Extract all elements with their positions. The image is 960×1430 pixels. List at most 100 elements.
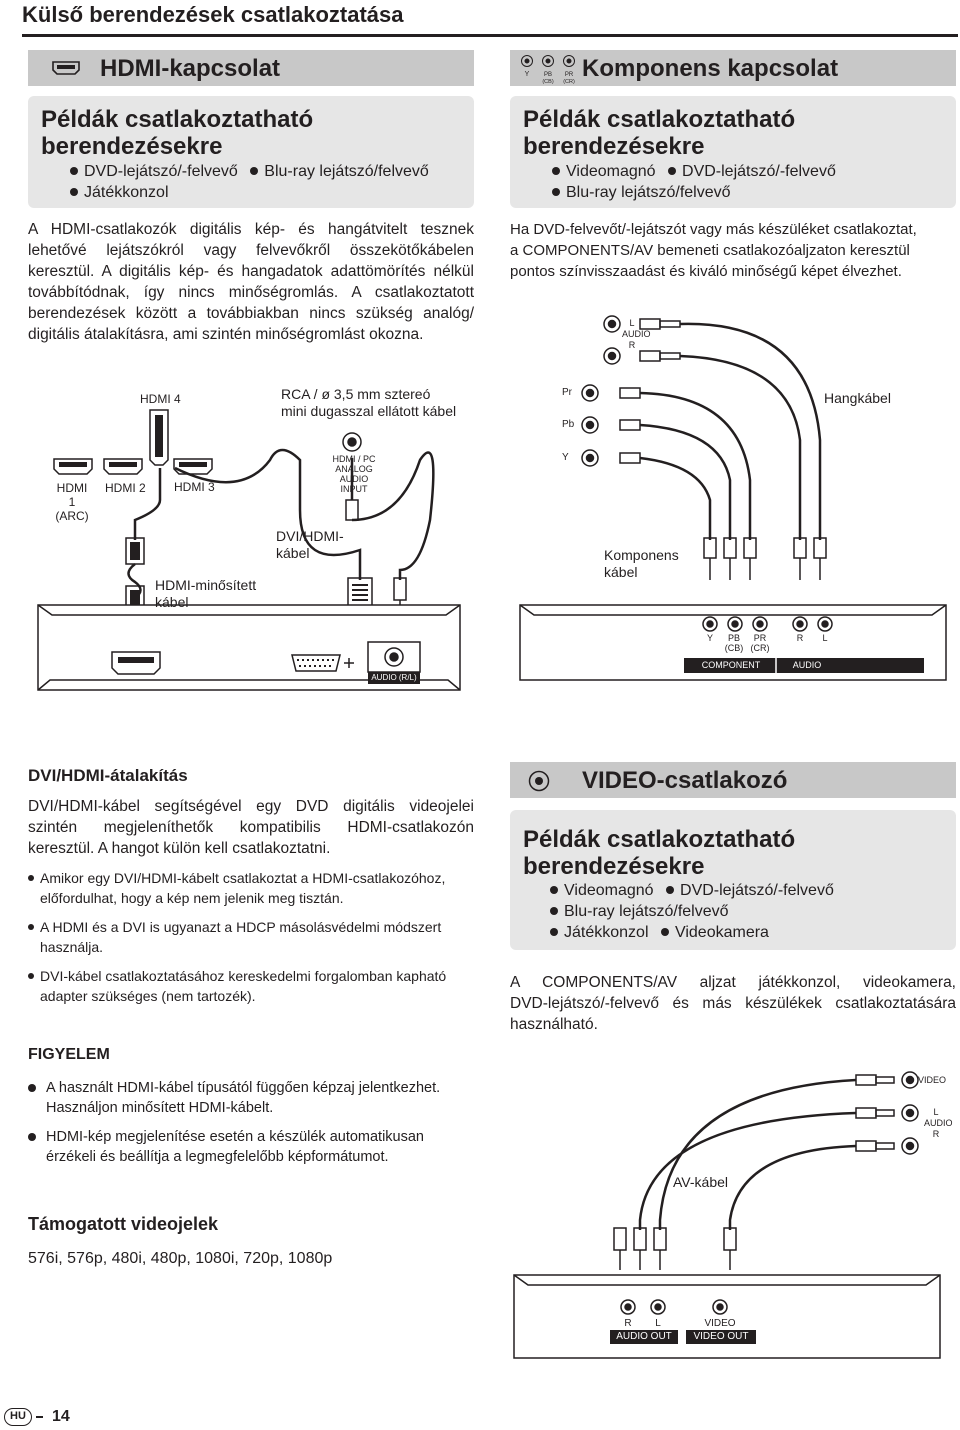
component-example-row2: Blu-ray lejátszó/felvevő bbox=[552, 182, 731, 203]
dev-label-r: R bbox=[796, 633, 804, 643]
component-example-row1: Videomagnó DVD-lejátszó/-felvevő bbox=[552, 161, 836, 182]
hdmi-section-bar: HDMI-kapcsolat bbox=[28, 50, 474, 86]
label-dvi-cable: DVI/HDMI- kábel bbox=[276, 528, 344, 562]
caution-heading: FIGYELEM bbox=[28, 1046, 110, 1063]
dev-pb-sub: (CB) bbox=[724, 643, 744, 653]
label-hdmi1-text: HDMI 1 bbox=[56, 481, 88, 509]
caution-bullet-line: A használt HDMI-kábel típusától függően … bbox=[46, 1080, 441, 1096]
label-y: Y bbox=[562, 452, 569, 463]
label-arc-text: (ARC) bbox=[55, 509, 89, 523]
hdmi-examples-title-2: berendezésekre bbox=[41, 133, 223, 160]
pc-audio-line: HDMI / PC bbox=[332, 454, 376, 464]
label-hdmi3: HDMI 3 bbox=[174, 480, 215, 494]
video-body-line: A COMPONENTS/AV aljzat játékkonzol, vide… bbox=[510, 974, 956, 991]
video-examples-title-2: berendezésekre bbox=[523, 853, 705, 880]
dvi-bullet-line: Amikor egy DVI/HDMI-kábelt csatlakoztat … bbox=[40, 870, 446, 886]
hdmi-body-line: digitális átalakításra, ami szintén minő… bbox=[28, 326, 424, 343]
audio-lr-line: L bbox=[629, 318, 635, 328]
caution-bullet-line: HDMI-kép megjelenítése esetén a készülék… bbox=[46, 1129, 424, 1145]
video-example-console: Játékkonzol bbox=[564, 924, 649, 941]
label-pb: Pb bbox=[562, 419, 575, 430]
dvi-body-line: DVI/HDMI-kábel segítségével egy DVD digi… bbox=[28, 798, 474, 815]
label-hdmi-cable-line2: kábel bbox=[155, 594, 189, 610]
dev-label-l: L bbox=[822, 633, 828, 643]
icon-label-pr: PR bbox=[565, 72, 574, 78]
tv-label-audio: L AUDIO R bbox=[924, 1107, 953, 1140]
pc-audio-line: AUDIO bbox=[339, 474, 369, 484]
caution-bullets: A használt HDMI-kábel típusától függően … bbox=[28, 1078, 474, 1167]
hdmi-example-console-line: Játékkonzol bbox=[70, 182, 169, 203]
dvi-bullet: DVI-kábel csatlakoztatásához kereskedelm… bbox=[28, 966, 478, 1006]
tv-audio-line: AUDIO bbox=[924, 1118, 953, 1128]
label-pr: Pr bbox=[562, 387, 572, 398]
hdmi-example-list: DVD-lejátszó/-felvevő Blu-ray lejátszó/f… bbox=[70, 161, 429, 182]
icon-label-pb: PB bbox=[544, 72, 552, 78]
label-audio-lr: L AUDIO R bbox=[622, 318, 651, 351]
pc-audio-line: ANALOG bbox=[335, 464, 373, 474]
supported-formats: 576i, 576p, 480i, 480p, 1080i, 720p, 108… bbox=[28, 1250, 333, 1267]
dvi-bullet-line: A HDMI és a DVI is ugyanazt a HDCP másol… bbox=[40, 919, 442, 935]
component-example-vcr: Videomagnó bbox=[566, 163, 656, 180]
icon-label-cr: (CR) bbox=[563, 79, 575, 85]
label-av-cable: AV-kábel bbox=[673, 1174, 728, 1190]
av-connection-diagram bbox=[513, 1071, 941, 1359]
label-audio-cable: Hangkábel bbox=[824, 390, 891, 406]
video-example-bluray: Blu-ray lejátszó/felvevő bbox=[564, 903, 729, 920]
hdmi-body-line: keresztül. A digitális kép- és hangadato… bbox=[28, 263, 474, 280]
dvi-bullet: Amikor egy DVI/HDMI-kábelt csatlakoztat … bbox=[28, 868, 478, 908]
audio-lr-line: R bbox=[628, 340, 636, 350]
video-section-bar: VIDEO-csatlakozó bbox=[510, 762, 956, 798]
video-example-row1: Videomagnó DVD-lejátszó/-felvevő bbox=[550, 880, 834, 901]
audio-lr-line: AUDIO bbox=[622, 329, 651, 339]
label-dvi-line2: kábel bbox=[276, 545, 310, 561]
tv-audio-line: L bbox=[933, 1107, 939, 1117]
page-number-dash bbox=[36, 1416, 43, 1418]
label-hdmi-cable: HDMI-minősített kábel bbox=[155, 577, 256, 611]
page-number: 14 bbox=[52, 1408, 70, 1425]
dev-pr: PR bbox=[753, 633, 767, 643]
icon-label-cb: (CB) bbox=[542, 79, 553, 85]
label-component-cable: Komponens kábel bbox=[604, 547, 679, 581]
comp-cable-line1: Komponens bbox=[604, 547, 679, 563]
dev-audio-out: AUDIO OUT bbox=[616, 1331, 672, 1342]
dvi-heading: DVI/HDMI-átalakítás bbox=[28, 766, 188, 785]
video-body-line: használható. bbox=[510, 1016, 598, 1033]
component-body-line: a COMPONENTS/AV bemeneti csatlakozóaljza… bbox=[510, 242, 910, 259]
dvi-bullet-line: DVI-kábel csatlakoztatásához kereskedelm… bbox=[40, 968, 447, 984]
dev-label-audio: AUDIO bbox=[792, 660, 822, 670]
tv-label-video: VIDEO bbox=[918, 1075, 947, 1085]
dvi-bullet-line: előfordulhat, hogy a kép nem jelenik meg… bbox=[40, 890, 344, 906]
component-jacks-icon: Y PB PR (CB) (CR) bbox=[521, 55, 575, 85]
component-example-bluray: Blu-ray lejátszó/felvevő bbox=[566, 184, 731, 201]
label-hdmi-cable-line1: HDMI-minősített bbox=[155, 577, 257, 593]
dvi-body-line: keresztül. A hangot külön kell csatlakoz… bbox=[28, 840, 331, 857]
video-examples-box: Példák csatlakoztatható berendezésekre V… bbox=[510, 810, 956, 950]
page-title: Külső berendezések csatlakoztatása bbox=[22, 2, 404, 27]
video-examples-title-1: Példák csatlakoztatható bbox=[523, 826, 796, 853]
dev-label-component: COMPONENT bbox=[701, 660, 761, 670]
dev-video-out: VIDEO OUT bbox=[693, 1331, 749, 1342]
hdmi-body: A HDMI-csatlakozók digitális kép- és han… bbox=[28, 219, 474, 345]
video-example-row3: Játékkonzol Videokamera bbox=[550, 922, 769, 943]
dvi-bullet-line: használja. bbox=[40, 939, 104, 955]
component-examples-title-2: berendezésekre bbox=[523, 133, 705, 160]
video-body: A COMPONENTS/AV aljzat játékkonzol, vide… bbox=[510, 972, 956, 1035]
label-hdmi2: HDMI 2 bbox=[105, 481, 146, 495]
video-example-row2: Blu-ray lejátszó/felvevő bbox=[550, 901, 729, 922]
dev-pr-sub: (CR) bbox=[750, 643, 770, 653]
label-rca-line1: RCA / ø 3,5 mm sztereó bbox=[281, 386, 431, 402]
component-example-dvd: DVD-lejátszó/-felvevő bbox=[682, 163, 836, 180]
supported-heading: Támogatott videojelek bbox=[28, 1214, 219, 1234]
hdmi-heading: HDMI-kapcsolat bbox=[100, 55, 281, 82]
dvi-bullet: A HDMI és a DVI is ugyanazt a HDCP másol… bbox=[28, 917, 478, 957]
language-badge: HU bbox=[4, 1408, 32, 1426]
hdmi-examples-title-1: Példák csatlakoztatható bbox=[41, 106, 314, 133]
icon-label-y: Y bbox=[525, 71, 530, 78]
component-body-line: pontos színvisszaadást és kiváló minőség… bbox=[510, 263, 902, 280]
pc-audio-line: INPUT bbox=[340, 484, 368, 494]
label-dvi-line1: DVI/HDMI- bbox=[276, 528, 344, 544]
component-connection-diagram bbox=[519, 315, 947, 681]
dev-label-pb: PB(CB) bbox=[722, 633, 746, 653]
label-hdmi1: HDMI 1 (ARC) bbox=[52, 481, 92, 523]
hdmi-connection-diagram bbox=[37, 409, 461, 691]
